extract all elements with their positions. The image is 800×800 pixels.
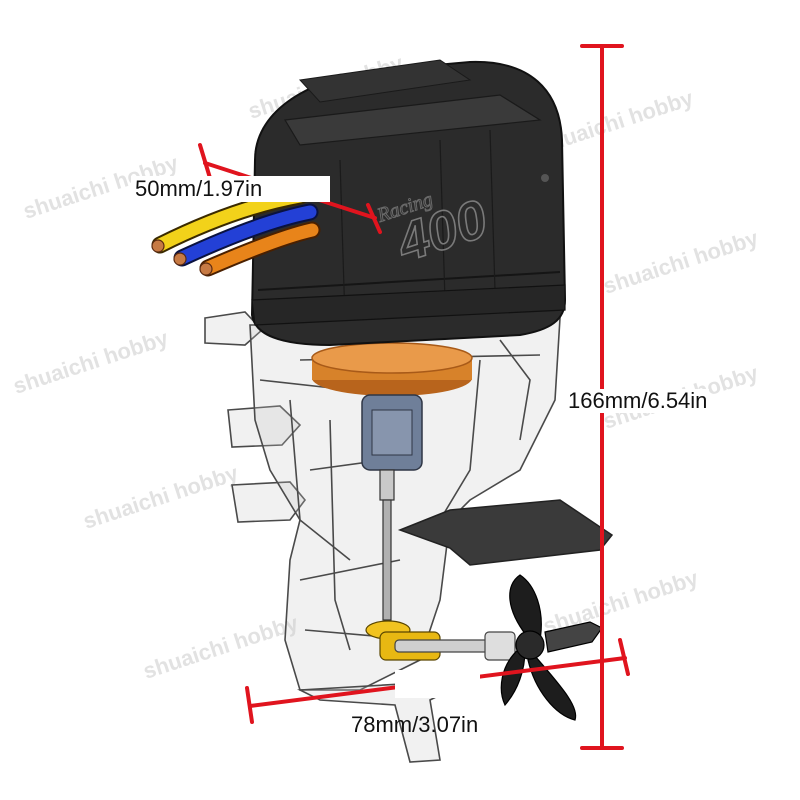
motor-cowling: [250, 59, 567, 347]
trim-fin: [397, 499, 614, 566]
drive-shaft: [379, 469, 395, 621]
wire-ends: [151, 239, 213, 276]
brass-gearbox: [365, 620, 516, 661]
propeller-icon: [500, 574, 603, 721]
height-dimension-label: 166mm/6.54in: [566, 388, 710, 413]
label-backdrop: [395, 670, 480, 698]
copper-ring: [311, 342, 473, 396]
width-dimension-label: 50mm/1.97in: [131, 176, 330, 202]
motor-can: [361, 394, 423, 471]
length-dimension-label: 78mm/3.07in: [351, 712, 479, 737]
